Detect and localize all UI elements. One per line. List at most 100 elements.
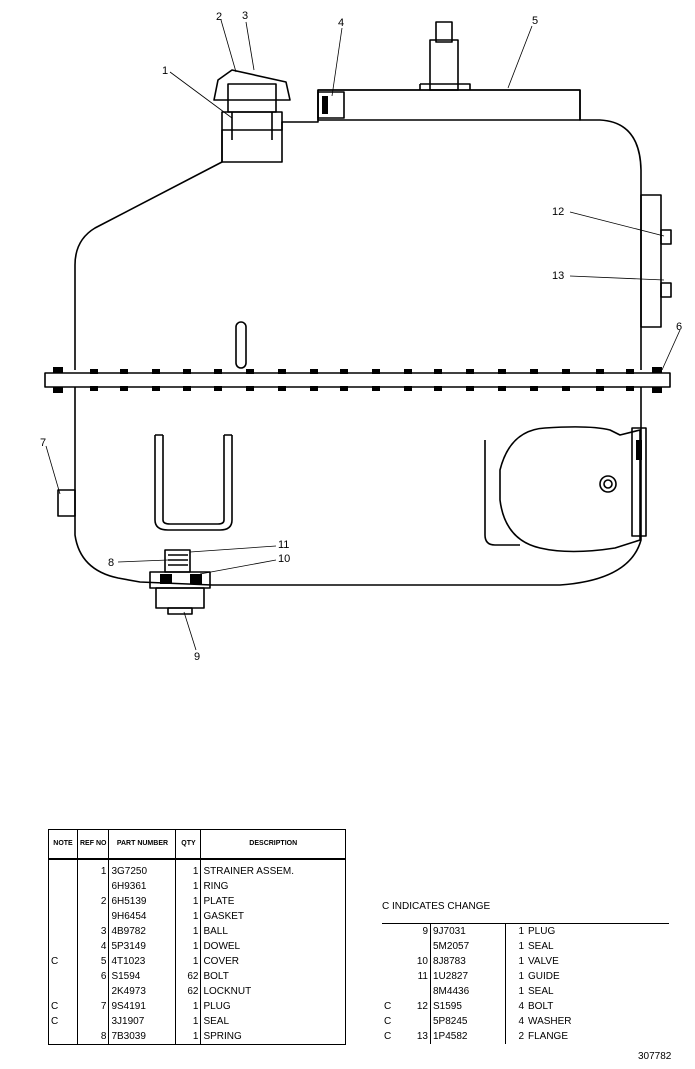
cell-part: 2K4973 [108, 984, 177, 999]
cell-note [48, 939, 78, 954]
cell-note [48, 924, 78, 939]
cell-note [382, 984, 404, 999]
cell-qty: 1 [175, 1029, 202, 1045]
cell-qty: 62 [175, 969, 202, 984]
lower-housing [74, 387, 642, 586]
cell-ref [404, 984, 431, 999]
cell-part: 7B3039 [108, 1029, 177, 1045]
callout-1: 1 [162, 65, 168, 77]
callout-9: 9 [194, 651, 200, 663]
cell-qty: 62 [175, 984, 202, 999]
cell-part: 3J1907 [108, 1014, 177, 1029]
cell-qty: 1 [505, 969, 526, 984]
cell-part: 6H9361 [108, 879, 177, 894]
cell-part: 9S4191 [108, 999, 177, 1014]
header-qty: QTY [175, 829, 202, 860]
cell-note [48, 1029, 78, 1045]
cell-qty: 1 [175, 909, 202, 924]
main-flange [44, 372, 671, 388]
cell-desc: BOLT [203, 971, 229, 982]
cell-desc: SEAL [203, 1016, 230, 1027]
cell-ref: 3 [77, 924, 110, 939]
cell-desc: DOWEL [203, 941, 241, 952]
header-note: NOTE [48, 829, 78, 860]
cover-plate [317, 89, 581, 121]
callout-4: 4 [338, 17, 344, 29]
cell-ref: 4 [77, 939, 110, 954]
change-legend: C INDICATES CHANGE [382, 901, 491, 912]
cell-part: 9J7031 [433, 926, 466, 937]
cell-desc: GASKET [203, 911, 245, 922]
cell-desc: COVER [203, 956, 240, 967]
cell-note [382, 969, 404, 984]
cell-desc: PLUG [203, 1001, 231, 1012]
cell-desc: STRAINER ASSEM. [203, 866, 295, 877]
cell-ref [77, 879, 110, 894]
cell-desc: LOCKNUT [203, 986, 252, 997]
cell-note: C [384, 1001, 392, 1012]
cell-note: C [384, 1016, 392, 1027]
cell-ref: 1 [77, 859, 110, 879]
cell-note: C [384, 1031, 392, 1042]
cell-desc: PLATE [203, 896, 235, 907]
cell-part: 1P4582 [433, 1031, 468, 1042]
cell-ref: 11 [404, 969, 431, 984]
cell-desc: PLUG [528, 926, 556, 937]
parts-list-table: NOTE REF NO PART NUMBER QTY DESCRIPTION … [48, 829, 346, 1045]
cell-ref: 9 [404, 923, 431, 939]
cell-desc: BOLT [528, 1001, 554, 1012]
figure-number: 307782 [638, 1051, 672, 1062]
cell-desc: VALVE [528, 956, 559, 967]
callout-11: 11 [278, 539, 289, 551]
cell-qty: 1 [505, 939, 526, 954]
callout-10: 10 [278, 553, 290, 565]
cell-ref [404, 939, 431, 954]
cell-note [382, 954, 404, 969]
cell-part: 6H5139 [108, 894, 177, 909]
callout-6: 6 [676, 321, 682, 333]
cell-note [48, 894, 78, 909]
cell-ref: 8 [77, 1029, 110, 1045]
cell-qty: 1 [505, 984, 526, 999]
cell-part: S1595 [433, 1001, 462, 1012]
cell-note: C [48, 1014, 78, 1029]
cell-note [382, 924, 404, 940]
cell-ref: 10 [404, 954, 431, 969]
cell-part: S1594 [108, 969, 177, 984]
cell-note [48, 859, 78, 879]
cell-ref [77, 1014, 110, 1029]
strainer-assembly-drawing: 1 2 3 4 5 6 7 8 9 10 11 12 13 [40, 10, 682, 663]
cell-qty: 4 [505, 999, 526, 1014]
cell-part: 8J8783 [433, 956, 466, 967]
cell-ref: 13 [404, 1029, 431, 1044]
header-part-number: PART NUMBER [108, 829, 177, 860]
cell-ref [77, 984, 110, 999]
cell-part: 5P8245 [433, 1016, 468, 1027]
cell-desc: SPRING [203, 1031, 242, 1042]
cell-note: C [48, 954, 78, 969]
callout-2: 2 [216, 11, 222, 23]
cell-part: 3G7250 [108, 859, 177, 879]
callout-3: 3 [242, 10, 248, 22]
cell-note: C [48, 999, 78, 1014]
cell-part: 5P3149 [108, 939, 177, 954]
cell-qty: 1 [175, 999, 202, 1014]
